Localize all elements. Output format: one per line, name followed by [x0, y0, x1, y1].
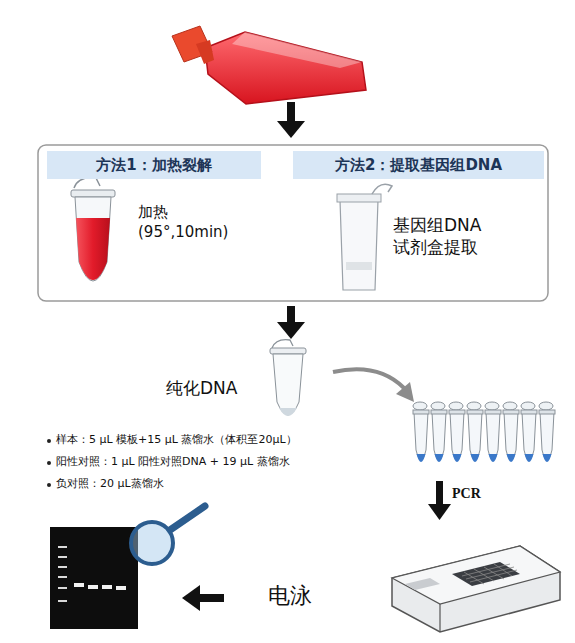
column-cap [372, 184, 392, 194]
pcr-tube [431, 402, 447, 462]
left-arrow [182, 585, 224, 611]
heating-tube [71, 178, 115, 281]
magnifier [131, 506, 205, 564]
column-membrane [346, 262, 372, 270]
pcr-tube-row [413, 402, 555, 462]
pcr-tube [485, 402, 501, 462]
arrow-head [277, 121, 305, 138]
gel-ladder [58, 546, 67, 602]
culture-flask [172, 26, 366, 104]
column-body [340, 200, 378, 290]
tube-rim [270, 348, 306, 354]
pcr-tube [413, 402, 429, 462]
pcr-tube [521, 402, 537, 462]
pcr-tube [539, 402, 555, 462]
arrow-head [428, 504, 451, 520]
down-arrow [277, 306, 305, 339]
label-text: 纯化DNA [166, 377, 237, 399]
header-text: 方法1：加热裂解 [96, 156, 211, 175]
dna-tube [270, 340, 306, 416]
flask-body [205, 32, 366, 104]
down-arrow [428, 481, 451, 520]
bullet [47, 439, 51, 443]
tube-body [75, 197, 111, 281]
arrow-shaft [287, 102, 295, 122]
cycler-grid [462, 564, 517, 584]
arrow-curve [333, 369, 404, 388]
pcr-tube [503, 402, 519, 462]
tube-body [273, 354, 303, 415]
gel-image [50, 527, 138, 629]
label-text: 样本：5 μL 模板+15 μL 蒸馏水（体积至20μL） [56, 433, 297, 447]
bullet [47, 483, 51, 487]
magnifier-lens [131, 522, 173, 564]
bullet [47, 461, 51, 465]
gel-bands [74, 583, 126, 590]
tube-liquid [279, 408, 297, 416]
thermocycler [392, 546, 560, 632]
label-text: 加热 (95°,10min) [138, 203, 238, 242]
arrow-head [182, 585, 200, 611]
label-text: 阳性对照：1 μL 阳性对照DNA + 19 μL 蒸馏水 [56, 455, 290, 469]
tube-cap [272, 340, 293, 348]
tube-cap [74, 178, 100, 188]
down-arrow [277, 102, 305, 138]
cycler-block [452, 562, 520, 586]
label-text: 基因组DNA 试剂盒提取 [393, 214, 503, 258]
label-text: PCR [452, 485, 481, 503]
arrow-head [396, 382, 414, 402]
label-text: 电泳 [268, 582, 312, 611]
flask-neck [196, 40, 214, 64]
cycler-top [392, 546, 560, 604]
cycler-panel [405, 578, 440, 590]
tube-rim [71, 190, 115, 197]
curved-arrow [333, 369, 414, 402]
magnifier-handle [170, 506, 205, 530]
arrow-shaft [436, 481, 443, 505]
pcr-tube [449, 402, 465, 462]
arrow-shaft [287, 306, 295, 323]
flask-shine [232, 32, 362, 68]
tube-liquid [76, 218, 110, 280]
cycler-edge [439, 604, 440, 632]
arrow-head [277, 322, 305, 339]
header-text: 方法2：提取基因组DNA [335, 156, 502, 175]
method-header: 方法1：加热裂解 [47, 151, 261, 179]
gel-background [50, 527, 138, 629]
label-text: 负对照：20 μL蒸馏水 [56, 477, 164, 491]
pcr-tube [467, 402, 483, 462]
cycler-body [392, 546, 560, 632]
method-frame [38, 145, 548, 301]
method-header: 方法2：提取基因组DNA [293, 151, 544, 179]
arrow-shaft [198, 594, 224, 602]
column-rim [337, 194, 381, 202]
spin-column [337, 184, 392, 290]
